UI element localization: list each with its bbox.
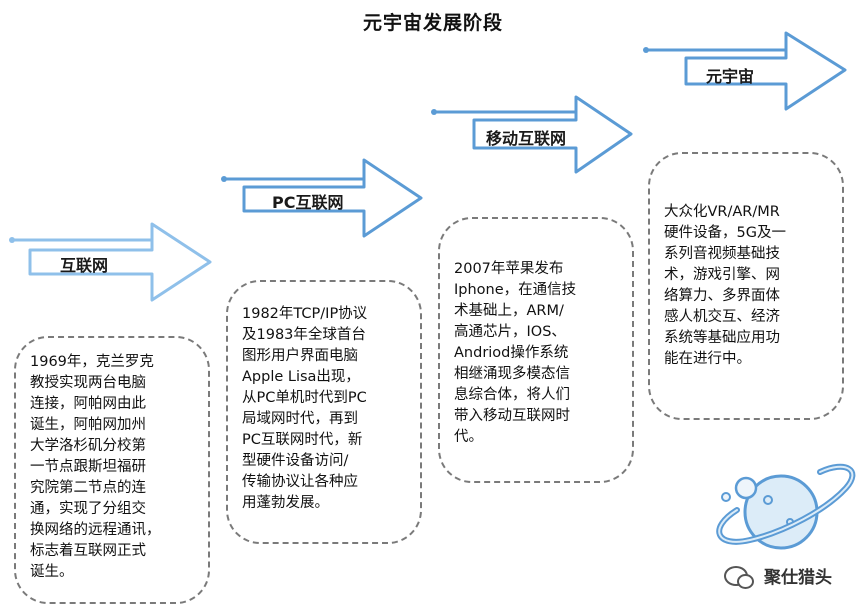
stage-label-internet: 互联网 [60, 256, 109, 275]
stage-arrow-mobile-internet [431, 95, 633, 174]
stage-label-metaverse: 元宇宙 [706, 67, 755, 86]
stage-card-metaverse: 大众化VR/AR/MR 硬件设备，5G及一 系列音视频基础技 术，游戏引擎、网 … [648, 152, 844, 420]
stage-card-pc-internet: 1982年TCP/IP协议 及1983年全球首台 图形用户界面电脑 Apple … [226, 280, 422, 544]
stage-label-pc-internet: PC互联网 [272, 193, 344, 212]
stage-card-internet: 1969年，克兰罗克 教授实现两台电脑 连接，阿帕网由此 诞生，阿帕网加州 大学… [14, 336, 210, 604]
stage-label-mobile-internet: 移动互联网 [486, 129, 567, 148]
stage-card-mobile-internet: 2007年苹果发布 Iphone，在通信技 术基础上，ARM/ 高通芯片，IOS… [438, 217, 634, 483]
stage-description-mobile-internet: 2007年苹果发布 Iphone，在通信技 术基础上，ARM/ 高通芯片，IOS… [454, 261, 577, 445]
page-title: 元宇宙发展阶段 [362, 12, 503, 34]
stage-description-metaverse: 大众化VR/AR/MR 硬件设备，5G及一 系列音视频基础技 术，游戏引擎、网 … [664, 204, 786, 367]
stage-description-pc-internet: 1982年TCP/IP协议 及1983年全球首台 图形用户界面电脑 Apple … [242, 306, 368, 511]
brand-name: 聚仕猎头 [764, 568, 832, 588]
stage-arrow-pc-internet [221, 158, 423, 238]
planet-illustration [716, 463, 856, 550]
wechat-icon [724, 565, 754, 589]
stage-description-internet: 1969年，克兰罗克 教授实现两台电脑 连接，阿帕网由此 诞生，阿帕网加州 大学… [30, 354, 161, 580]
stage-arrow-metaverse [643, 31, 847, 111]
stage-arrow-internet [9, 222, 212, 302]
brand-logo: 聚仕猎头 [724, 563, 832, 589]
